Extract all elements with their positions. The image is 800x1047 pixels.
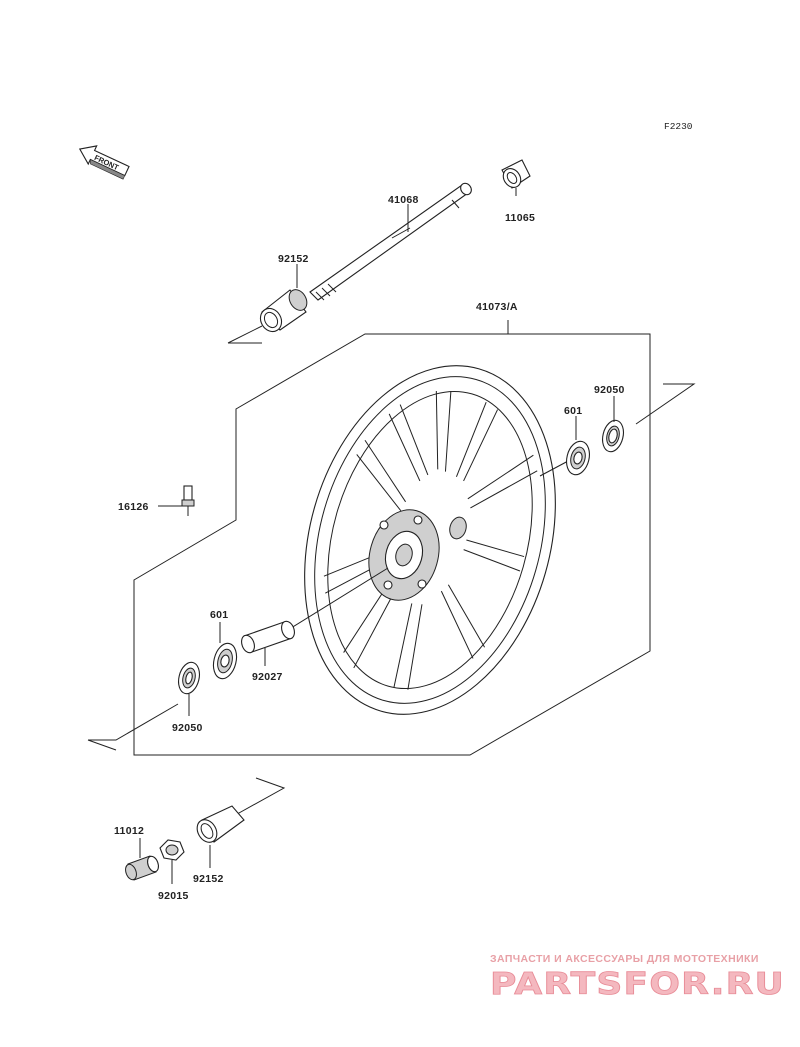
part-label-92050-left: 92050 [172,722,203,734]
part-label-11065: 11065 [505,212,535,224]
valve [158,485,195,516]
part-label-41068: 41068 [388,194,419,206]
axle-nut [159,839,185,884]
collar-lower [196,805,245,868]
part-label-92027: 92027 [252,671,283,683]
part-label-41073a: 41073/A [476,301,518,313]
front-axle [309,182,472,301]
part-label-601-right: 601 [564,405,582,417]
leader-lines [296,188,615,440]
bearing-left [212,622,238,680]
part-label-92015: 92015 [158,890,189,902]
part-label-601-left: 601 [210,609,228,621]
diagram-code: F2230 [664,121,693,132]
front-arrow-icon: FRONT [78,145,130,180]
watermark-caption: ЗАПЧАСТИ И АКСЕССУАРЫ ДЛЯ МОТОТЕХНИКИ [490,953,759,965]
part-label-92152-lower: 92152 [193,873,224,885]
break-lines [87,325,696,819]
axle-centerline-right [539,459,571,477]
part-label-92152-upper: 92152 [278,253,309,265]
distance-collar [241,620,295,666]
part-label-92050-right: 92050 [594,384,625,396]
axle-spacer-top [501,159,531,189]
oil-seal-left [178,661,200,716]
wheel [304,365,556,715]
part-label-16126: 16126 [118,501,149,513]
assembly-outline [133,320,651,756]
bearing-right [566,440,590,476]
watermark-logo: PARTSFOR.RU [490,967,785,1002]
collar-upper [259,289,308,333]
part-label-11012: 11012 [114,825,144,837]
oil-seal-right [602,419,624,453]
cap [125,838,159,881]
